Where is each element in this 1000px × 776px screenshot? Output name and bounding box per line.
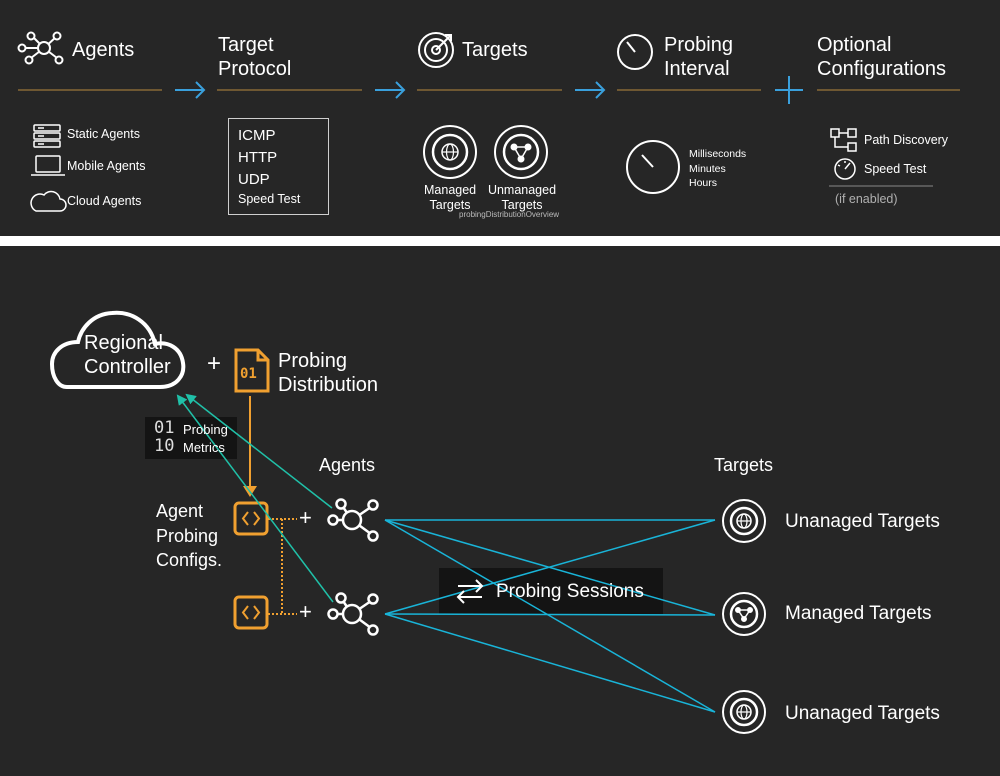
distribution-file-code: 01 [240,366,257,382]
laptop-icon [31,155,65,176]
target-unmanaged-2: Unanaged Targets [785,703,940,724]
step-interval-title: Probing Interval [664,34,733,80]
interval-units: Milliseconds Minutes Hours [689,148,747,189]
agent-probing-configs-label: Agent Probing Configs. [156,501,223,570]
agent-type-mobile: Mobile Agents [67,159,146,173]
optional-path-discovery: Path Discovery [864,133,949,147]
file-icon [234,348,270,393]
protocol-udp: UDP [238,171,270,188]
timer-icon [617,34,653,70]
target-type-managed: Managed Targets [424,183,477,212]
agent-type-cloud: Cloud Agents [67,194,142,208]
configuration-steps-panel: Agents Target Protocol Targets Probing I… [0,0,1000,236]
path-discovery-icon [830,128,857,152]
server-icon [33,124,61,148]
top-panel-graphics [17,31,960,212]
target-unmanaged-1: Unanaged Targets [785,511,940,532]
target-icon [418,32,454,68]
agents-heading: Agents [319,455,376,475]
plus-sign: + [299,599,312,624]
probing-metrics-label: Probing Metrics [183,422,228,455]
step-arrow-icon [575,81,606,99]
swap-arrows-icon [456,579,484,604]
interval-timer-icon [626,140,680,194]
protocol-speed-test: Speed Test [238,192,301,206]
step-protocol-title: Target Protocol [218,34,292,80]
speedometer-icon [834,158,856,180]
probing-distribution-label: Probing Distribution [278,350,379,396]
agent-network-icon [327,592,379,636]
agent-type-static: Static Agents [67,127,140,141]
probing-flow-panel: Regional Controller + 01 Probing Distrib… [0,246,1000,776]
flow-graphics [49,310,766,734]
optional-note: (if enabled) [835,192,898,206]
globe-icon [722,690,766,734]
plus-icon [775,76,803,104]
cloud-icon [49,310,186,389]
step-optional-title: Optional Configurations [817,34,946,80]
network-icon [17,31,64,65]
agent-network-icon [327,498,379,542]
step-targets-title: Targets [462,39,528,61]
target-caption: probingDistributionOverview [459,210,560,219]
step-arrow-icon [175,81,206,99]
optional-speed-test: Speed Test [864,162,927,176]
globe-icon [722,499,766,543]
step-arrow-icon [375,81,406,99]
metrics-code: 01 10 [154,418,175,456]
protocol-icmp: ICMP [238,127,276,144]
protocol-list-box [228,118,329,215]
plus-sign: + [207,350,222,377]
plus-sign: + [299,505,312,530]
code-icon [233,595,269,630]
protocol-http: HTTP [238,149,278,166]
globe-icon [423,125,477,179]
network-globe-icon [494,125,548,179]
cloud-icon [30,190,67,212]
regional-controller-label: Regional Controller [84,332,171,378]
probing-metrics-box [145,417,237,459]
network-globe-icon [722,592,766,636]
probing-sessions-label: Probing Sessions [496,581,644,602]
code-icon [233,501,269,536]
target-type-unmanaged: Unmanaged Targets [487,183,557,212]
step-agents-title: Agents [72,39,135,61]
targets-heading: Targets [714,455,774,475]
target-managed: Managed Targets [785,603,932,624]
